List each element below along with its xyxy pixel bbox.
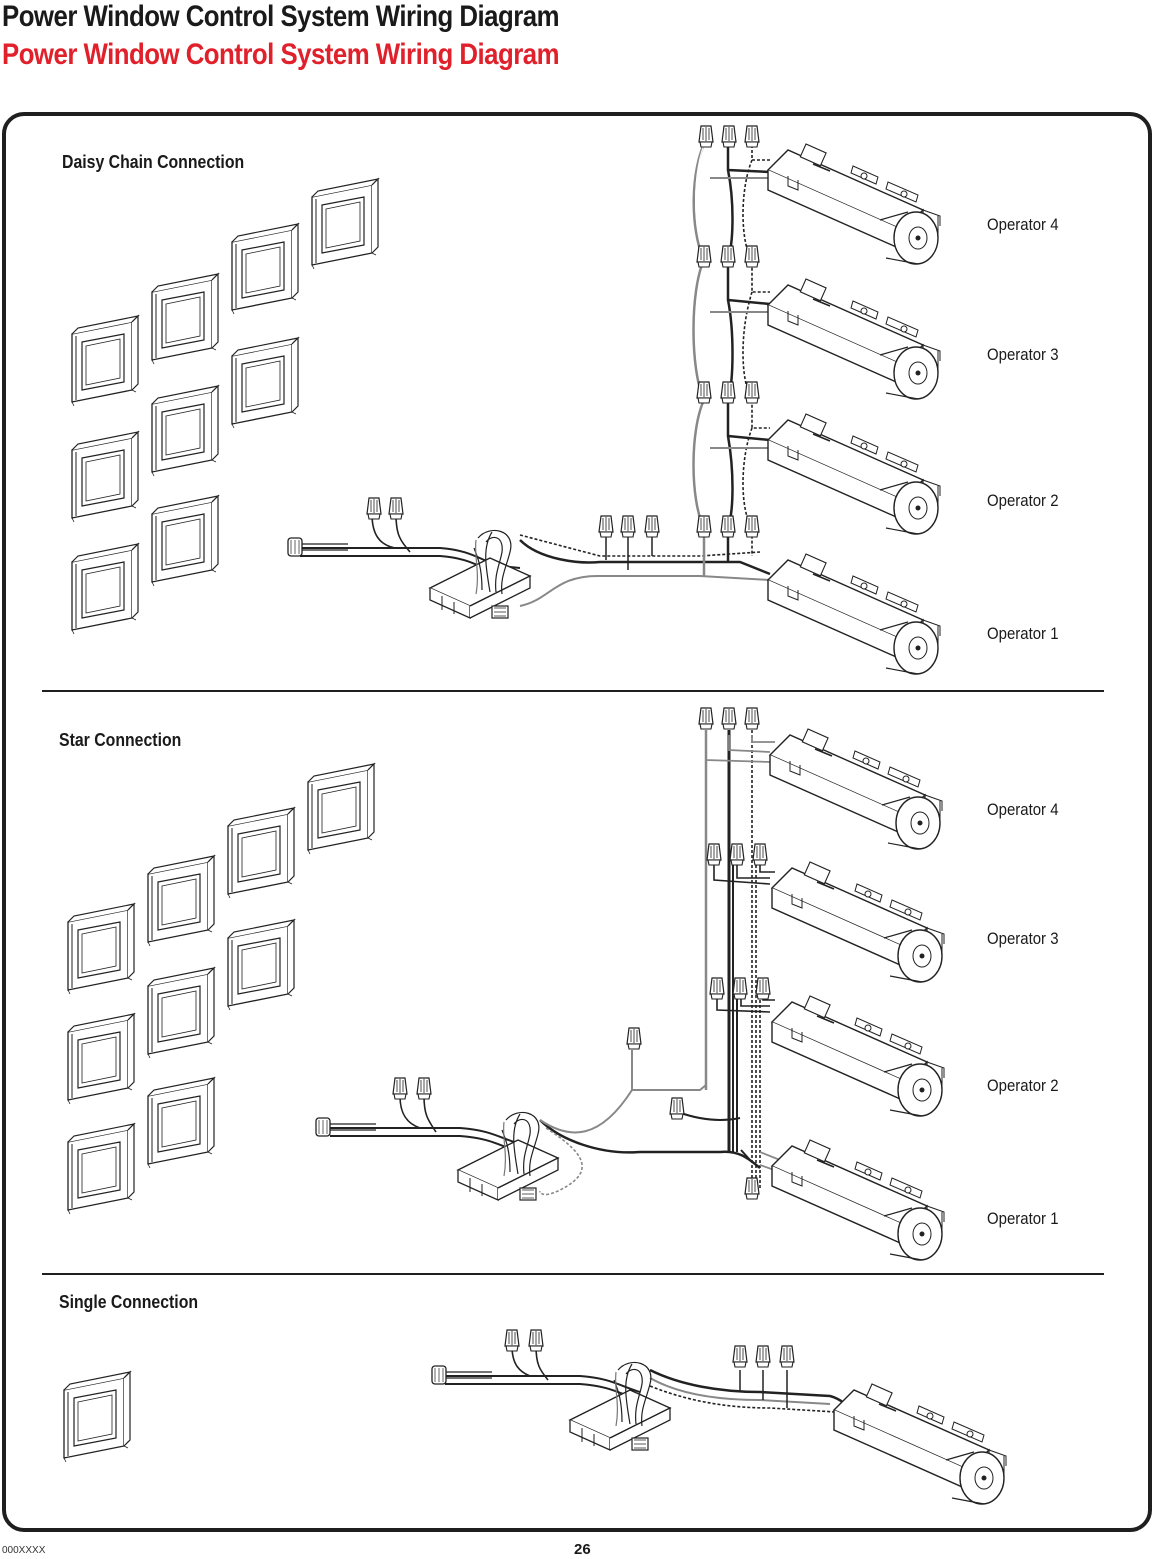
wire-nut-icon xyxy=(779,1345,795,1368)
section-divider xyxy=(42,1273,1104,1275)
daisy-operator-2-label: Operator 2 xyxy=(987,491,1059,510)
wire-nut-icon xyxy=(729,843,745,866)
window-icon xyxy=(147,1077,215,1169)
wire-nut-icon xyxy=(620,515,636,538)
star-operator-4-label: Operator 4 xyxy=(987,800,1059,819)
window-icon xyxy=(151,385,219,477)
wire-nut-icon xyxy=(598,515,614,538)
star-connection-label: Star Connection xyxy=(59,730,182,750)
diagram-frame xyxy=(2,112,1152,1532)
wire-nut-icon xyxy=(528,1329,544,1352)
wire-nut-icon xyxy=(744,125,760,148)
wire-nut-icon xyxy=(744,707,760,730)
window-icon xyxy=(67,1123,135,1215)
page-title-red: Power Window Control System Wiring Diagr… xyxy=(2,38,560,71)
wire-nut-icon xyxy=(388,497,404,520)
wire-nut-icon xyxy=(709,977,725,1000)
page-number: 26 xyxy=(574,1541,591,1558)
wire-nut-icon xyxy=(732,977,748,1000)
window-icon xyxy=(67,903,135,995)
daisy-operator-1-label: Operator 1 xyxy=(987,624,1059,643)
daisy-operators xyxy=(767,143,941,675)
operator-motor-icon xyxy=(767,553,941,675)
window-icon xyxy=(71,543,139,635)
wire-nut-icon xyxy=(698,125,714,148)
window-icon xyxy=(231,223,299,315)
daisy-operator-3-label: Operator 3 xyxy=(987,345,1059,364)
star-operator-1-label: Operator 1 xyxy=(987,1209,1059,1228)
single-connection-label: Single Connection xyxy=(59,1292,199,1312)
window-icon xyxy=(307,763,375,855)
wire-nut-icon xyxy=(392,1077,408,1100)
operator-motor-icon xyxy=(769,728,943,850)
star-operator-3-label: Operator 3 xyxy=(987,929,1059,948)
wire-nut-icon xyxy=(669,1097,685,1120)
daisy-chain-label: Daisy Chain Connection xyxy=(62,152,245,172)
operator-motor-icon xyxy=(767,143,941,265)
daisy-operator-4-label: Operator 4 xyxy=(987,215,1059,234)
wire-nut-icon xyxy=(696,515,712,538)
operator-motor-icon xyxy=(771,1139,945,1261)
star-window-icons xyxy=(67,763,375,1215)
control-module-icon xyxy=(457,1111,559,1201)
control-module-icon xyxy=(429,529,531,619)
wire-nut-icon xyxy=(696,381,712,404)
window-icon xyxy=(67,1013,135,1105)
page-title: Power Window Control System Wiring Diagr… xyxy=(2,0,560,33)
window-icon xyxy=(151,495,219,587)
wire-nut-icon xyxy=(744,245,760,268)
wire-nut-icon xyxy=(366,497,382,520)
star-wiring xyxy=(330,730,781,1196)
daisy-window-icons xyxy=(71,178,379,635)
operator-motor-icon xyxy=(767,413,941,535)
wire-nut-icon xyxy=(720,381,736,404)
wire-nut-icon xyxy=(698,707,714,730)
operator-motor-icon xyxy=(771,995,945,1117)
star-wire-nuts xyxy=(392,707,771,1200)
wire-nut-icon xyxy=(504,1329,520,1352)
wire-nut-icon xyxy=(720,515,736,538)
wire-nut-icon xyxy=(416,1077,432,1100)
operator-motor-icon xyxy=(767,278,941,400)
wire-nut-icon xyxy=(744,1177,760,1200)
wire-nut-icon xyxy=(644,515,660,538)
window-icon xyxy=(63,1371,131,1463)
wire-nut-icon xyxy=(752,843,768,866)
window-icon xyxy=(71,315,139,407)
wire-nut-icon xyxy=(706,843,722,866)
window-icon xyxy=(231,337,299,429)
document-code: 000XXXX xyxy=(2,1545,46,1556)
operator-motor-icon xyxy=(833,1383,1007,1505)
wire-nut-icon xyxy=(721,707,737,730)
daisy-wire-nuts xyxy=(366,125,760,538)
window-icon xyxy=(71,431,139,523)
window-icon xyxy=(311,178,379,270)
wire-nut-icon xyxy=(732,1345,748,1368)
wire-nut-icon xyxy=(720,245,736,268)
single-wire-nuts xyxy=(504,1329,795,1368)
window-icon xyxy=(227,807,295,899)
window-icon xyxy=(147,967,215,1059)
wire-nut-icon xyxy=(744,381,760,404)
section-divider xyxy=(42,690,1104,692)
wire-nut-icon xyxy=(626,1027,642,1050)
star-operators xyxy=(769,728,945,1261)
window-icon xyxy=(147,855,215,947)
operator-motor-icon xyxy=(771,861,945,983)
wire-nut-icon xyxy=(755,1345,771,1368)
window-icon xyxy=(227,919,295,1011)
wire-nut-icon xyxy=(744,515,760,538)
star-operator-2-label: Operator 2 xyxy=(987,1076,1059,1095)
wire-nut-icon xyxy=(721,125,737,148)
wire-nut-icon xyxy=(755,977,771,1000)
wire-nut-icon xyxy=(696,245,712,268)
window-icon xyxy=(151,273,219,365)
